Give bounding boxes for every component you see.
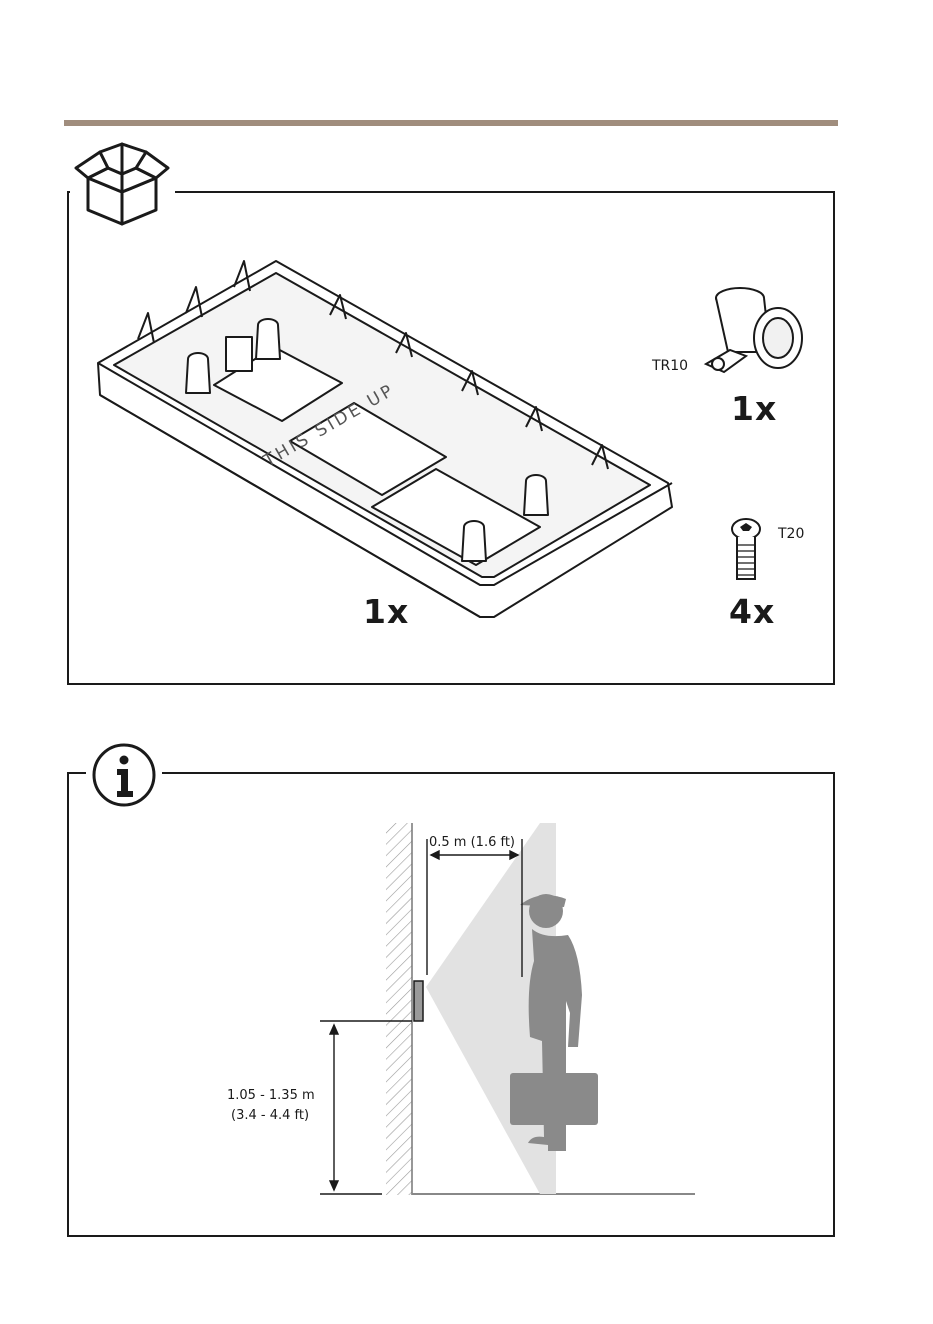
height-label-imperial: (3.4 - 4.4 ft)	[231, 1108, 309, 1123]
mounting-height-diagram	[200, 815, 720, 1215]
header-rule	[64, 120, 838, 126]
screw-tool-label: T20	[778, 526, 804, 542]
mounting-tray-illustration: THIS SIDE UP	[90, 255, 690, 625]
height-label-metric: 1.05 - 1.35 m	[227, 1088, 315, 1103]
screw-illustration	[726, 515, 776, 585]
distance-label: 0.5 m (1.6 ft)	[429, 835, 515, 850]
box-icon	[70, 140, 175, 232]
tray-quantity: 1x	[363, 592, 409, 631]
connector-quantity: 1x	[731, 389, 777, 428]
info-icon	[86, 740, 162, 810]
screw-quantity: 4x	[729, 592, 775, 631]
connector-illustration	[700, 280, 815, 390]
connector-tool-label: TR10	[652, 358, 688, 374]
